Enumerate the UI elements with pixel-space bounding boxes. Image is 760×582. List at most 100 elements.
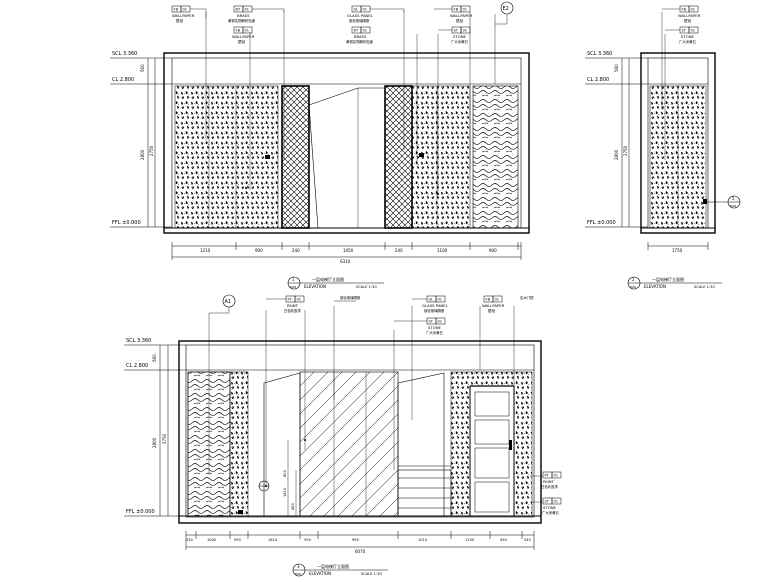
svg-text:FB: FB [236,29,241,33]
leaders-1 [205,10,496,195]
title-cn-1: 一层电梯厅立面图 [312,276,344,282]
svg-text:990: 990 [352,538,360,542]
tag-wallpaper-3: FB 01 WALLPAPER 壁纸 [434,5,473,23]
svg-text:900: 900 [255,248,263,253]
svg-text:1: 1 [292,277,295,282]
svg-text:SCALE 1:30: SCALE 1:30 [361,572,382,576]
svg-text:一层电梯厅立面图: 一层电梯厅立面图 [652,276,684,282]
dims-1: 1210 900 240 1450 240 1100 900 6310 [171,242,522,264]
svg-text:2750: 2750 [623,145,628,156]
brass-column-2 [384,85,413,229]
svg-text:240: 240 [524,538,532,542]
wall-frame-2 [640,52,716,234]
svg-text:钢化玻璃隔断: 钢化玻璃隔断 [424,308,445,313]
svg-text:01: 01 [183,8,188,12]
tag-paint-2: PT 01 PAINT 白色乳胶漆 [541,471,562,489]
svg-text:黄铜实物解析贴面: 黄铜实物解析贴面 [346,39,374,44]
svg-text:1000: 1000 [207,538,217,542]
svg-text:2800: 2800 [614,149,619,160]
level-marks-1: SCL 3.360 CL 2.800 FFL ±0.000 560 2800 2… [110,51,172,228]
svg-text:FFL ±0.000: FFL ±0.000 [126,509,155,515]
svg-text:560: 560 [614,64,619,72]
svg-text:SCL 3.360: SCL 3.360 [126,338,151,344]
svg-text:一层电梯厅立面图: 一层电梯厅立面图 [317,563,349,569]
svg-text:1210: 1210 [200,248,211,253]
svg-text:FB: FB [174,8,179,12]
svg-text:2800: 2800 [152,437,157,448]
stone-panel-1 [472,85,519,229]
svg-text:01: 01 [297,298,302,302]
svg-text:FFL ±0.000: FFL ±0.000 [587,220,616,226]
stair-steps [397,465,452,517]
wallpaper-panel-4 [229,371,249,517]
svg-text:6070: 6070 [355,549,366,554]
leader-dots-1 [245,153,439,195]
svg-text:2750: 2750 [162,433,167,444]
elevation-2: SCL 3.360 CL 2.800 FFL ±0.000 560 2800 2… [585,5,741,290]
level-marks-2: SCL 3.360 CL 2.800 FFL ±0.000 560 2800 2… [585,51,648,228]
svg-text:560: 560 [152,354,157,362]
svg-text:01: 01 [438,298,443,302]
title-scale-1: SCALE 1:30 [356,285,377,289]
svg-text:01: 01 [495,298,500,302]
dims-2: 1750 [647,242,709,253]
svg-text:01: 01 [554,500,559,504]
svg-text:GL: GL [429,298,434,302]
tag-stone-3: ST 01 STONE 广大米黄石 [394,317,446,335]
svg-text:壁纸: 壁纸 [684,18,692,23]
svg-text:330: 330 [186,538,194,542]
tag-stone-2: ST 01 STONE 广大米黄石 [665,26,699,44]
note-door-frame: 实木门框 [520,295,534,300]
callout-a1: A1 [225,299,232,305]
dim-v-top-1: 560 [140,64,145,72]
svg-text:01: 01 [691,29,696,33]
svg-text:GLASS PANEL: GLASS PANEL [422,303,449,308]
glass-panel-1 [299,371,399,517]
svg-text:GL: GL [354,8,359,12]
dim-v-mid-1: 2800 [140,149,145,160]
leaders-3 [208,306,543,503]
section-tag-icon: 5 D06 [703,195,741,209]
dims-3: 330 1000 590 1810 590 990 1010 1100 490 … [185,531,535,554]
svg-text:D06: D06 [630,285,636,289]
svg-text:BT: BT [354,29,359,33]
tag-glass-2: GL 01 GLASS PANEL 钢化玻璃隔断 [412,295,449,313]
svg-text:壁纸: 壁纸 [456,18,464,23]
title-1: 1 D06 一层电梯厅立面图 ELEVATION SCALE 1:30 [287,276,384,290]
svg-text:壁纸: 壁纸 [488,308,496,313]
material-tags-1: FB 01 WALLPAPER 壁纸 BT 01 BRASS 黄铜实物解析贴面 … [171,1,514,44]
elevation-1: SCL 3.360 CL 2.800 FFL ±0.000 560 2800 2… [110,1,530,290]
level-ffl-1: FFL ±0.000 [112,220,141,226]
svg-text:BRASS: BRASS [354,34,367,39]
svg-text:01: 01 [363,29,368,33]
svg-text:01: 01 [691,8,696,12]
svg-text:FB: FB [682,8,687,12]
svg-text:CL 2.800: CL 2.800 [126,363,148,369]
svg-text:D06: D06 [730,204,736,208]
tag-glass-1: GL 01 GLASS PANEL 钢化玻璃隔断 [347,5,405,23]
svg-text:01: 01 [554,474,559,478]
level-scl-1: SCL 3.360 [112,51,137,57]
svg-text:ELEVATION: ELEVATION [644,284,666,289]
svg-text:广大米黄石: 广大米黄石 [426,330,444,335]
small-dims-3: 800 1410 480 [283,440,297,516]
svg-text:01: 01 [363,8,368,12]
svg-text:1100: 1100 [437,248,448,253]
note-glass: 钢化玻璃隔断 [340,295,361,300]
title-3: 3 D06 一层电梯厅立面图 ELEVATION SCALE 1:30 [292,563,388,577]
svg-text:ELEVATION: ELEVATION [309,571,331,576]
svg-text:BT: BT [236,8,241,12]
svg-text:1450: 1450 [343,248,354,253]
svg-text:SCL 3.360: SCL 3.360 [587,51,612,57]
svg-text:CL 2.800: CL 2.800 [587,77,609,83]
svg-text:GLASS PANEL: GLASS PANEL [347,13,374,18]
svg-text:590: 590 [234,538,242,542]
dim-v-mid-alt-1: 2750 [149,145,154,156]
svg-text:ST: ST [429,320,434,324]
svg-text:FB: FB [486,298,491,302]
svg-text:钢化玻璃隔断: 钢化玻璃隔断 [349,18,370,23]
svg-text:广大米黄石: 广大米黄石 [451,39,469,44]
svg-text:SCALE 1:30: SCALE 1:30 [694,285,715,289]
svg-text:ST: ST [682,29,687,33]
level-marks-3: SCL 3.360 CL 2.800 FFL ±0.000 560 2800 2… [124,338,186,517]
